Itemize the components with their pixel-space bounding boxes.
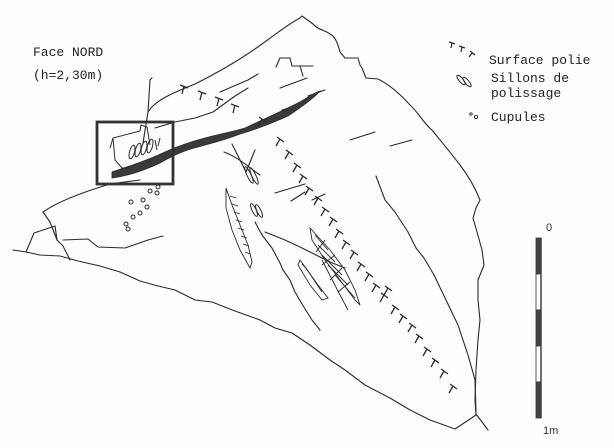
legend-cupule-icon [469, 112, 479, 120]
polished-band [111, 90, 322, 179]
polishing-grooves [244, 166, 263, 218]
cup-marks [123, 184, 161, 232]
scale-bar [535, 237, 542, 419]
legend-ticks-icon [448, 41, 476, 58]
legend-groove-icon [456, 74, 472, 88]
figure-subtitle-height: (h=2,30m) [33, 68, 104, 83]
fissure-line [254, 221, 321, 331]
legend-label-sillons-line2: polissage [491, 86, 562, 101]
scale-label-one-meter: 1m [543, 425, 559, 437]
rock-base-line [12, 249, 477, 430]
detail-frame [95, 120, 175, 186]
polished-surface-ticks [179, 84, 458, 394]
hatched-zones [225, 187, 361, 311]
legend-label-cupules: Cupules [491, 110, 546, 125]
legend-label-sillons-line1: Sillons de [491, 71, 570, 86]
figure-title: Face NORD [33, 45, 104, 60]
rock-outline-top [142, 15, 485, 416]
rock-outline-bottom [475, 413, 489, 431]
scale-label-zero: 0 [546, 222, 553, 234]
legend-label-surface-polie: Surface polie [489, 53, 591, 68]
fissure-line [375, 175, 477, 413]
